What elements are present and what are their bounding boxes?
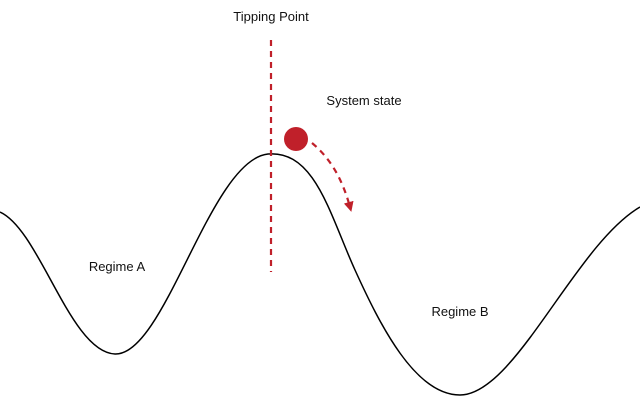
stability-landscape-curve bbox=[0, 153, 640, 396]
system-state-label: System state bbox=[326, 93, 401, 108]
regime-b-label: Regime B bbox=[431, 304, 488, 319]
regime-a-label: Regime A bbox=[89, 259, 146, 274]
tipping-point-label: Tipping Point bbox=[233, 9, 309, 24]
transition-arrow bbox=[311, 142, 354, 212]
system-state-ball bbox=[284, 127, 308, 151]
